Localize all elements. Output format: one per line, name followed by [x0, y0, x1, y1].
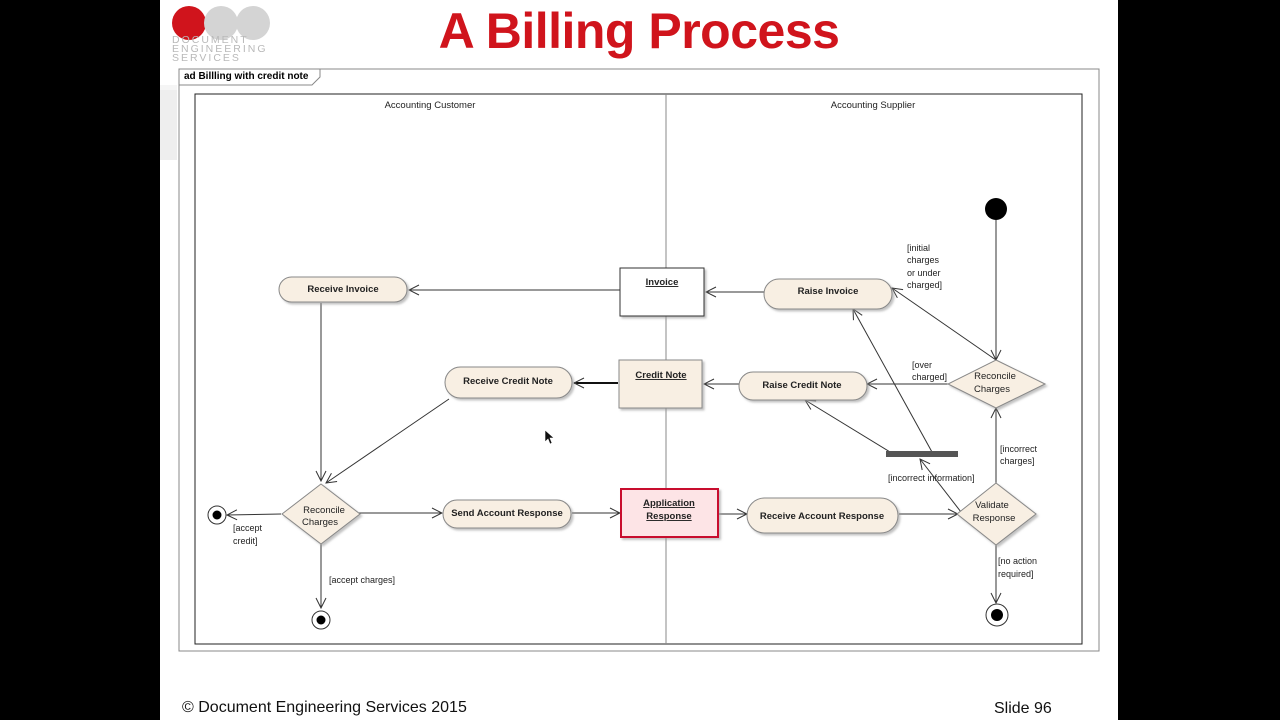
receive-account-response-label: Receive Account Response [760, 511, 884, 522]
reconcile-customer-label-1: Reconcile [303, 505, 345, 516]
application-response-object [620, 488, 719, 538]
final-node-accept-credit [207, 505, 227, 525]
validate-response-label-1: Validate [975, 500, 1009, 511]
logo-red-circle [172, 6, 206, 40]
logo-text: DOCUMENT ENGINEERING SERVICES [172, 34, 268, 64]
application-response-label-2: Response [646, 511, 691, 522]
footer-slide-number: Slide 96 [994, 700, 1052, 717]
fork-bar [886, 451, 958, 457]
receive-account-response-node [746, 497, 899, 534]
validate-response-decision [956, 482, 1037, 546]
partition-border [194, 93, 1083, 645]
guard-initial-4: charged] [907, 280, 942, 290]
company-logo: DOCUMENT ENGINEERING SERVICES [170, 6, 290, 70]
final-node-no-action [985, 603, 1009, 627]
reconcile-supplier-label-2: Charges [974, 384, 1010, 395]
edge-reconcile-to-raise-invoice [892, 288, 997, 361]
credit-note-object [618, 359, 703, 409]
initial-node [985, 198, 1007, 220]
guard-incorrect-information: [incorrect information] [888, 473, 975, 483]
application-response-label-1: Application [643, 498, 695, 509]
raise-credit-note-node [738, 371, 868, 401]
guard-initial-2: charges [907, 255, 940, 265]
send-account-response-label: Send Account Response [451, 508, 563, 519]
lane-label-customer: Accounting Customer [385, 100, 476, 111]
guard-accept-charges: [accept charges] [329, 575, 395, 585]
activity-diagram: Accounting Customer Accounting Supplier [178, 68, 1100, 652]
reconcile-customer-label-2: Charges [302, 517, 338, 528]
edge-receive-credit-note-to-reconcile [326, 398, 450, 483]
guard-over-1: [over [912, 360, 932, 370]
left-scroll-thumb [160, 90, 177, 160]
lane-label-supplier: Accounting Supplier [831, 100, 916, 111]
receive-credit-note-label: Receive Credit Note [463, 376, 553, 387]
reconcile-supplier-label-1: Reconcile [974, 371, 1016, 382]
slide-title: A Billing Process [438, 3, 840, 59]
guard-accept-credit-1: [accept [233, 523, 263, 533]
receive-credit-note-node [444, 366, 573, 399]
invoice-object-label: Invoice [646, 277, 679, 288]
raise-invoice-label: Raise Invoice [798, 286, 859, 297]
guard-incorrect-charges-1: [incorrect [1000, 444, 1038, 454]
edge-fork-to-raise-credit-note [805, 400, 891, 453]
guard-incorrect-charges-2: charges] [1000, 456, 1035, 466]
raise-credit-note-label: Raise Credit Note [762, 380, 841, 391]
final-node-accept-charges [311, 610, 331, 630]
left-scroll-track [160, 85, 177, 90]
guard-initial-1: [initial [907, 243, 930, 253]
logo-grey-circle [204, 6, 238, 40]
invoice-object [619, 267, 705, 317]
edge-validate-to-fork [920, 459, 962, 513]
logo-grey-circle [236, 6, 270, 40]
send-account-response-node [442, 499, 572, 529]
edge-fork-to-raise-invoice [853, 309, 933, 453]
diagram-frame [178, 68, 1100, 652]
reconcile-charges-customer-decision [281, 483, 361, 545]
frame-label: ad Billling with credit note [184, 71, 309, 82]
mouse-cursor-icon [544, 429, 555, 445]
guard-no-action-2: required] [998, 569, 1034, 579]
credit-note-object-label: Credit Note [635, 370, 686, 381]
edge-reconcile-to-final-credit [227, 514, 282, 515]
validate-response-label-2: Response [973, 513, 1016, 524]
raise-invoice-node [763, 278, 893, 310]
slide: DOCUMENT ENGINEERING SERVICES A Billing … [160, 0, 1118, 720]
guard-no-action-1: [no action [998, 556, 1037, 566]
frame-tab-outline [179, 69, 321, 86]
receive-invoice-label: Receive Invoice [307, 284, 378, 295]
reconcile-charges-supplier-decision [946, 359, 1047, 409]
guard-over-2: charged] [912, 372, 947, 382]
receive-invoice-node [278, 276, 408, 303]
guard-accept-credit-2: credit] [233, 536, 258, 546]
guard-initial-3: or under [907, 268, 941, 278]
footer-copyright: © Document Engineering Services 2015 [182, 699, 467, 716]
